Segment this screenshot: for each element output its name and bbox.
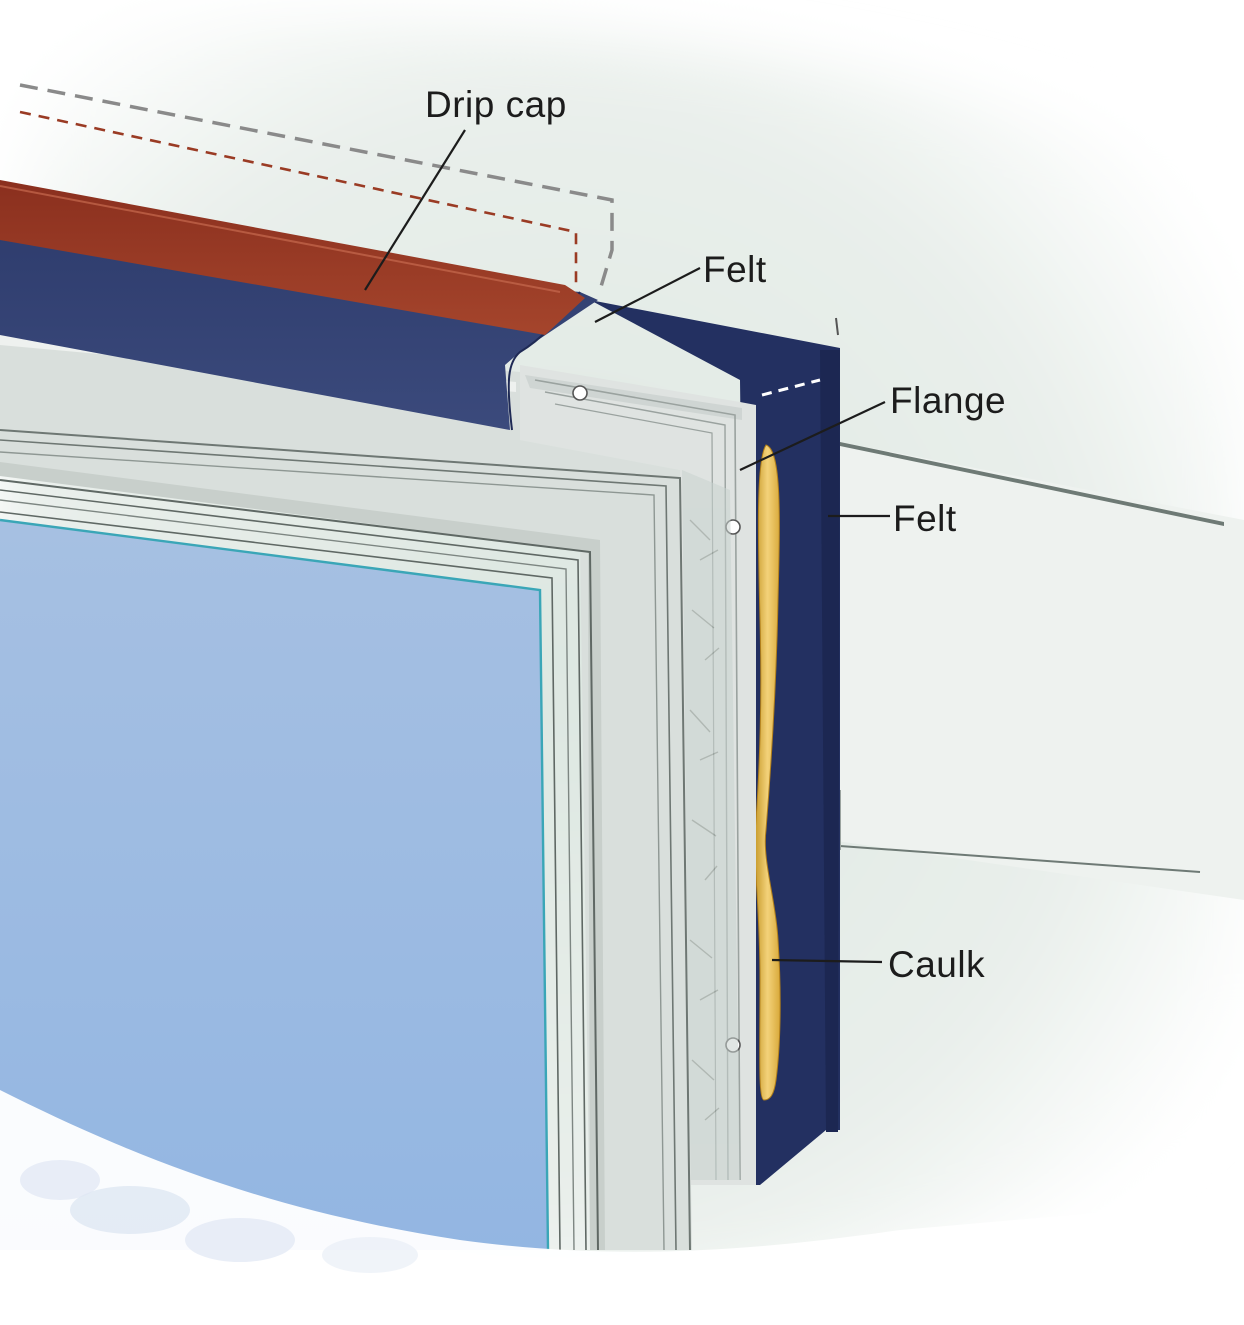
- leader-caulk: [771, 958, 883, 964]
- caulk-bead: [754, 444, 781, 1101]
- callout-labels: Drip cap Felt Flange Felt Caulk: [425, 84, 1006, 985]
- label-felt-top: Felt: [703, 249, 767, 290]
- drip-cap: [0, 180, 585, 335]
- label-caulk: Caulk: [888, 944, 985, 985]
- label-felt-side: Felt: [893, 498, 957, 539]
- leader-flange: [739, 401, 886, 471]
- leader-felt-top: [594, 267, 701, 323]
- dashed-outlines: [19, 83, 821, 397]
- callout-leaders: [364, 129, 890, 964]
- wall-siding: [825, 440, 1244, 900]
- window-glass: [0, 518, 550, 1251]
- leader-drip-cap: [364, 129, 466, 291]
- flashing-tape: [682, 470, 740, 1180]
- bottom-fade: [0, 1090, 1244, 1325]
- label-drip-cap: Drip cap: [425, 84, 567, 125]
- label-flange: Flange: [890, 380, 1006, 421]
